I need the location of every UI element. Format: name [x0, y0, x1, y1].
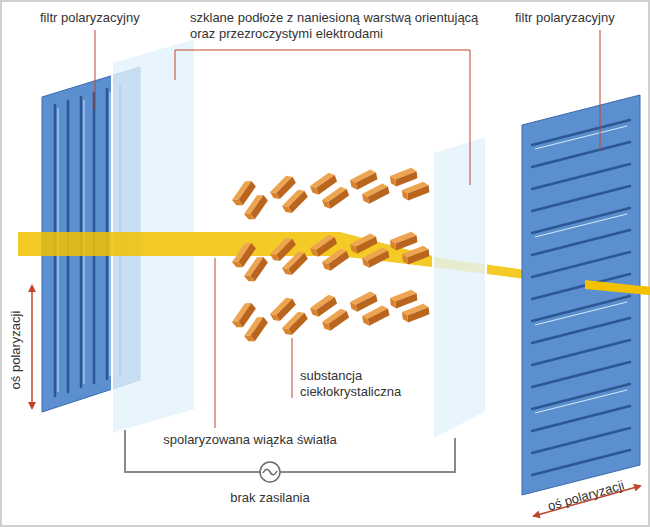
polarizing-filter [522, 95, 640, 495]
molecule [320, 307, 351, 332]
molecule [361, 183, 391, 205]
filter-stripes [532, 120, 630, 475]
glass-substrate [433, 136, 486, 440]
light-beam [585, 280, 650, 295]
molecule [401, 245, 430, 265]
molecule [349, 233, 379, 255]
molecule [240, 192, 272, 222]
molecule [401, 303, 430, 323]
liquid-crystal [228, 167, 430, 344]
molecule [240, 314, 272, 344]
molecule [361, 305, 391, 327]
leader-lines [95, 30, 600, 428]
molecule [320, 247, 351, 272]
molecule [240, 254, 272, 284]
molecule [349, 291, 379, 313]
part-label: filtr polaryzacyjny [515, 10, 645, 26]
molecule [389, 289, 418, 309]
part-label: substancja ciekłokrystaliczna [300, 368, 430, 400]
axis-arrow [31, 286, 33, 408]
ac-tilde [263, 469, 277, 475]
molecule [389, 167, 418, 187]
molecule [279, 249, 311, 277]
part-label: szklane podłoże z naniesioną warstwą ori… [190, 10, 490, 42]
molecule [279, 187, 311, 215]
part-label: spolaryzowana wiązka światła [150, 432, 350, 448]
part-label: filtr polaryzacyjny [40, 10, 170, 26]
status-label: brak zasilania [215, 490, 325, 506]
molecule [279, 309, 311, 337]
molecule [320, 185, 351, 210]
ac-source-symbol [260, 462, 280, 482]
molecule [361, 247, 391, 269]
filter-highlights [535, 126, 627, 413]
axis-label: oś polaryzacji [8, 300, 24, 400]
molecule [349, 169, 379, 191]
molecule [389, 231, 418, 251]
molecule [401, 181, 430, 201]
